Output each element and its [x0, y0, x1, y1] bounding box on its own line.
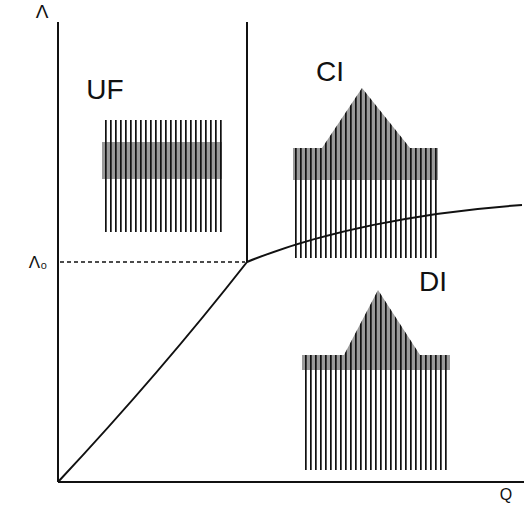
island-stripes: [293, 88, 438, 258]
island-stripes: [302, 290, 450, 470]
horizontal-axis: [58, 481, 524, 483]
phase-label: CI: [316, 57, 344, 88]
phase-label: UF: [86, 75, 123, 106]
vertical-axis: [57, 22, 59, 482]
phase-boundary: [246, 22, 248, 262]
axis-tick-label: Λ₀: [29, 254, 47, 273]
axis-label: Λ: [36, 2, 49, 23]
axis-label: Q: [500, 486, 512, 504]
phase-boundary: [58, 205, 522, 482]
dashed-guide: [60, 261, 245, 262]
phase-label: DI: [419, 267, 447, 298]
film-stripes: [102, 120, 222, 232]
